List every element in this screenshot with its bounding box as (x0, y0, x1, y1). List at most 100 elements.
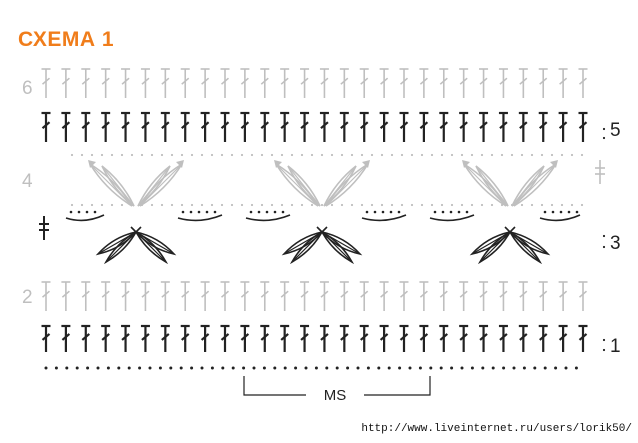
chain-dot (340, 153, 344, 157)
chain-dot (205, 210, 209, 214)
chain-dot (158, 366, 162, 370)
chain-dot (180, 153, 184, 157)
double-crochet-symbol (61, 68, 71, 98)
double-crochet-symbol (479, 281, 489, 311)
double-crochet-symbol (319, 281, 329, 311)
chain-dot (400, 153, 404, 157)
double-crochet-symbol (280, 281, 290, 311)
double-crochet-symbol (300, 111, 310, 142)
chain-dot (189, 210, 193, 214)
chain-dot (380, 153, 384, 157)
chain-dot (90, 153, 94, 157)
chain-dot (390, 203, 394, 207)
chain-dot (283, 366, 287, 370)
chain-dot (570, 203, 574, 207)
chain-dot (169, 366, 173, 370)
double-crochet-symbol (280, 324, 290, 352)
chain-dot (210, 153, 214, 157)
double-crochet-symbol (180, 281, 190, 311)
double-crochet-symbol (518, 111, 528, 142)
double-crochet-symbol (379, 111, 389, 142)
double-crochet-symbol (81, 324, 91, 352)
arrow-head (550, 160, 558, 168)
chain-dot (574, 366, 578, 370)
row-3-leaf-cluster (95, 226, 177, 265)
chain-dot (533, 366, 537, 370)
chain-dot (550, 153, 554, 157)
chain-dot (320, 203, 324, 207)
double-crochet-symbol (61, 281, 71, 311)
double-crochet-symbol (498, 111, 508, 142)
chain-dot (377, 366, 381, 370)
chain-dot (265, 210, 269, 214)
chain-dot (270, 203, 274, 207)
chain-dot (273, 210, 277, 214)
double-crochet-symbol (300, 281, 310, 311)
chain-dot (470, 366, 474, 370)
chain-dot (300, 153, 304, 157)
chain-dot (373, 210, 377, 214)
double-crochet-symbol (319, 68, 329, 98)
double-crochet-symbol (121, 324, 131, 352)
chain-dot (270, 153, 274, 157)
chain-dot (440, 203, 444, 207)
chain-dot (69, 210, 73, 214)
chain-dot (44, 366, 48, 370)
double-crochet-symbol (260, 68, 270, 98)
double-crochet-symbol (399, 281, 409, 311)
chain-dot (559, 210, 563, 214)
chain-dot (220, 153, 224, 157)
chain-dot (460, 203, 464, 207)
chain-dot (408, 366, 412, 370)
double-crochet-symbol (419, 281, 429, 311)
chain-dot (280, 153, 284, 157)
double-crochet-symbol (220, 324, 230, 352)
foundation-chain-row (44, 366, 578, 370)
chain-dot (491, 366, 495, 370)
row-3-edge-stitch (39, 216, 49, 240)
double-crochet-symbol (101, 68, 111, 98)
double-crochet-symbol (518, 281, 528, 311)
chart-title: СХЕМА 1 (18, 28, 115, 51)
chain-dot (387, 366, 391, 370)
watermark-url: http://www.liveinternet.ru/users/lorik50… (361, 423, 632, 435)
chain-dot (460, 366, 464, 370)
chain-dot (221, 366, 225, 370)
chain-dot (70, 153, 74, 157)
chain-dot (65, 366, 69, 370)
chain-dot (260, 203, 264, 207)
chain-dot (96, 366, 100, 370)
chain-dot (257, 210, 261, 214)
chain-dot (580, 203, 584, 207)
chain-dot (138, 366, 142, 370)
double-crochet-symbol (260, 111, 270, 142)
chain-dot (190, 153, 194, 157)
double-crochet-symbol (459, 281, 469, 311)
chain-dot (530, 203, 534, 207)
chain-dot (470, 153, 474, 157)
chain-dot (280, 203, 284, 207)
chain-dot (481, 366, 485, 370)
double-crochet-symbol (101, 111, 111, 142)
double-crochet-symbol (121, 111, 131, 142)
chain-dot (335, 366, 339, 370)
chain-dot (602, 127, 606, 131)
chain-dot (200, 366, 204, 370)
chain-dot (210, 203, 214, 207)
double-crochet-symbol (280, 111, 290, 142)
double-crochet-symbol (578, 68, 588, 98)
chain-dot (197, 210, 201, 214)
chain-dot (410, 153, 414, 157)
chain-dot (522, 366, 526, 370)
row-2-stitches (41, 281, 588, 311)
chain-dot (80, 153, 84, 157)
chain-dot (148, 366, 152, 370)
chain-dot (170, 153, 174, 157)
chain-dot (420, 203, 424, 207)
chain-dot (127, 366, 131, 370)
chain-dot (580, 153, 584, 157)
chain-dot (602, 136, 606, 140)
chain-dot (602, 234, 606, 238)
row-4-leaf-cluster (462, 160, 558, 207)
chain-dot (54, 366, 58, 370)
